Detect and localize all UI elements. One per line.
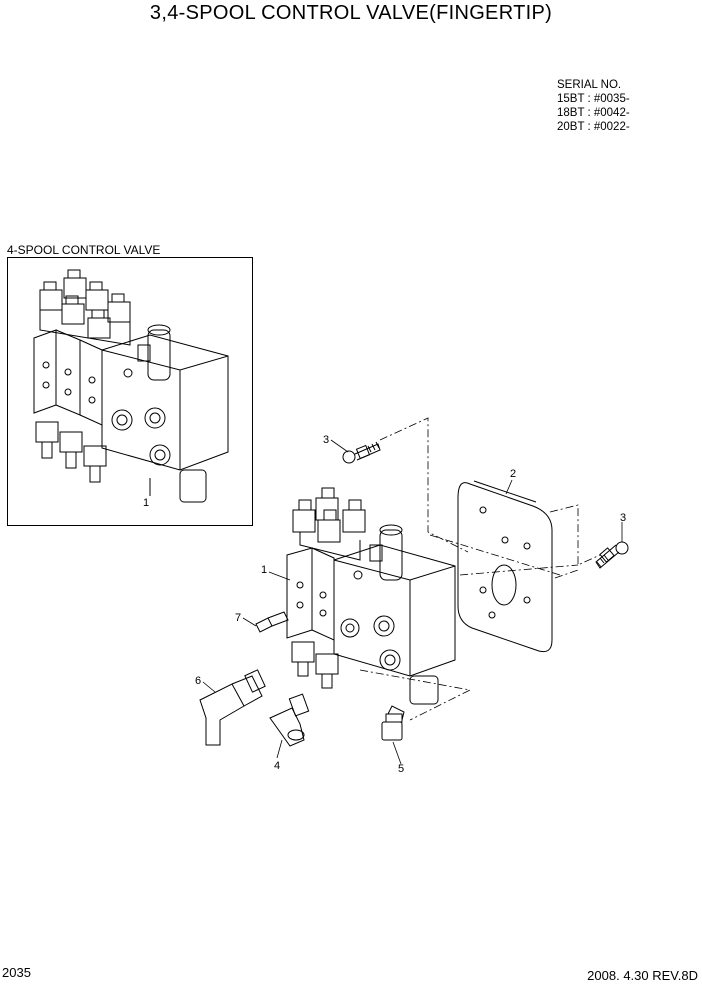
callout-4: 4 bbox=[274, 760, 280, 772]
inset-frame bbox=[7, 257, 253, 526]
callout-numbers: 1 3 2 3 1 7 6 4 5 bbox=[143, 434, 626, 775]
callout-leader-lines bbox=[202, 439, 623, 765]
inset-solenoid-group bbox=[39, 269, 131, 346]
serial-line: 15BT : #0035- bbox=[557, 93, 630, 105]
callout-1: 1 bbox=[261, 564, 267, 576]
serial-number-block: SERIAL NO. 15BT : #0035- 18BT : #0042- 2… bbox=[557, 78, 630, 134]
straight-connector bbox=[381, 705, 405, 741]
callout-2: 2 bbox=[510, 468, 516, 480]
elbow-fitting-large bbox=[199, 669, 266, 746]
elbow-fitting-small bbox=[269, 693, 310, 747]
assembly-guide-lines bbox=[359, 417, 601, 721]
inset-main-body bbox=[101, 324, 229, 503]
serial-heading: SERIAL NO. bbox=[557, 79, 622, 91]
callout-7: 7 bbox=[235, 612, 241, 624]
page-number: 2035 bbox=[2, 965, 31, 980]
plug-fitting bbox=[255, 611, 289, 633]
inset-callout-1: 1 bbox=[143, 497, 149, 509]
mounting-plate bbox=[457, 480, 553, 653]
page-title: 3,4-SPOOL CONTROL VALVE(FINGERTIP) bbox=[149, 2, 553, 24]
callout-3-right: 3 bbox=[620, 512, 626, 524]
inset-label: 4-SPOOL CONTROL VALVE bbox=[7, 243, 161, 257]
callout-5: 5 bbox=[398, 763, 404, 775]
bolt-right bbox=[595, 541, 629, 569]
inset-spool-sections bbox=[33, 329, 103, 426]
callout-3-upper: 3 bbox=[323, 434, 329, 446]
inset-valve-drawing bbox=[33, 269, 229, 503]
bolt-upper bbox=[342, 441, 381, 464]
main-valve bbox=[286, 487, 456, 705]
serial-line: 20BT : #0022- bbox=[557, 121, 630, 133]
date-revision: 2008. 4.30 REV.8D bbox=[587, 968, 698, 983]
callout-6: 6 bbox=[195, 675, 201, 687]
serial-line: 18BT : #0042- bbox=[557, 107, 630, 119]
inset-bottom-solenoids bbox=[35, 421, 107, 483]
